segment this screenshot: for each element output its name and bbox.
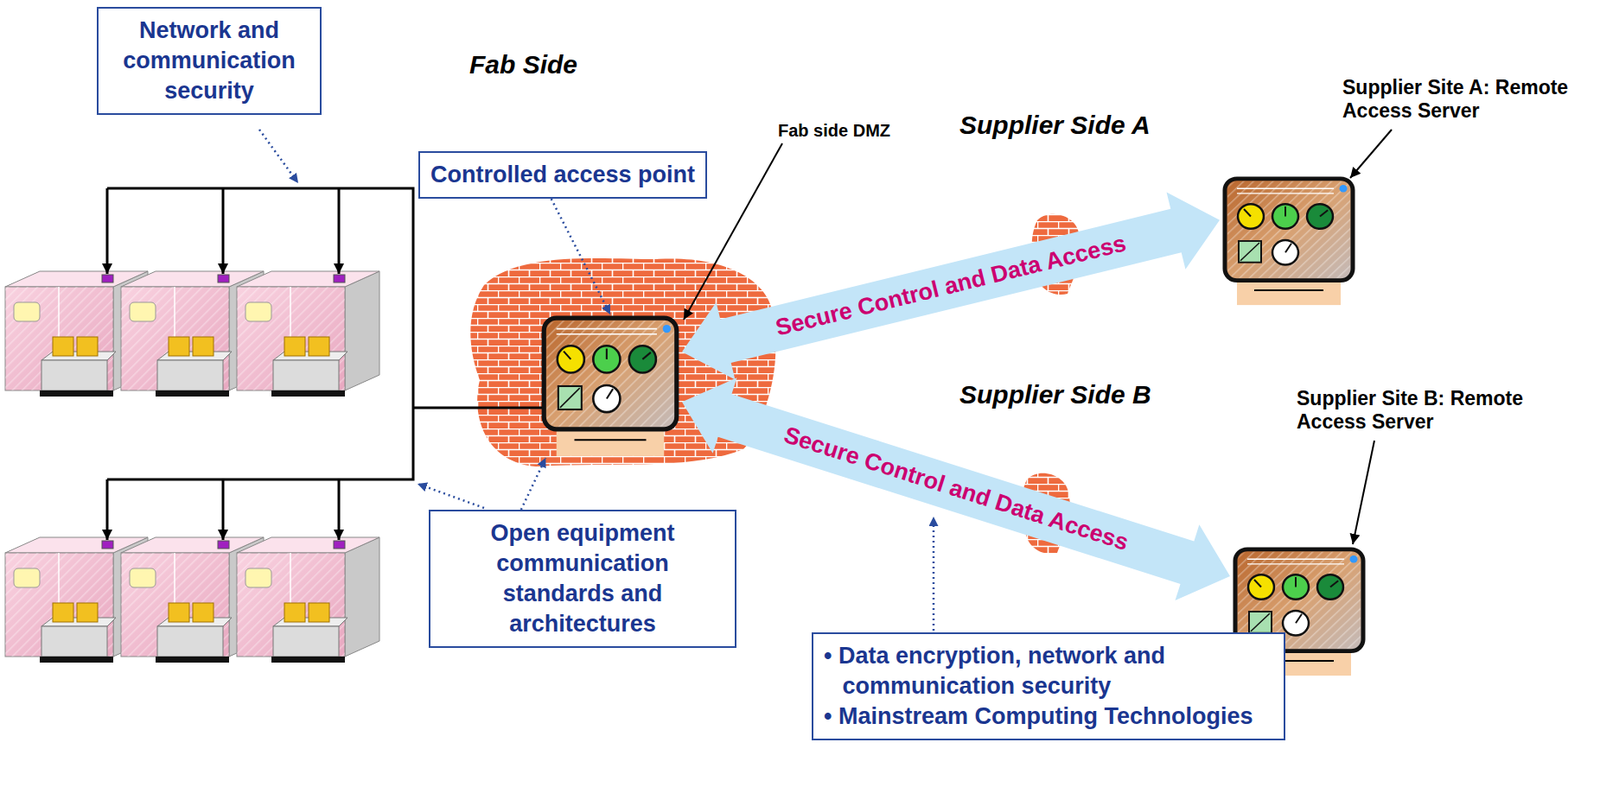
- callout-text: Network and communication security: [108, 15, 310, 107]
- side-heading: Supplier Side A: [959, 110, 1151, 141]
- callout-text: • Mainstream Computing Technologies: [823, 701, 1274, 733]
- network-drop: [337, 479, 341, 541]
- leader-line: [932, 516, 936, 632]
- leader-line: [1350, 129, 1392, 179]
- side-heading: Fab Side: [469, 50, 578, 80]
- side-heading: Supplier Side B: [959, 380, 1152, 410]
- computer-icon: [538, 314, 683, 459]
- leader-line: [1352, 440, 1375, 545]
- process-tool: [236, 537, 380, 663]
- computer-icon: [1219, 175, 1358, 307]
- network-drop: [222, 479, 225, 541]
- network-bus: [107, 188, 542, 480]
- computer-label: Fab side DMZ: [777, 121, 891, 141]
- network-drop: [222, 188, 225, 275]
- access-arrow: [682, 377, 1231, 601]
- leader-arrow: [521, 458, 547, 510]
- callout-text: Controlled access point: [430, 159, 695, 191]
- arrow-label: Secure Control and Data Access: [780, 421, 1132, 557]
- callout-box: Open equipment communication standards a…: [428, 509, 737, 649]
- network-drop: [106, 188, 109, 275]
- network-drops: [107, 188, 339, 541]
- callout-text: Open equipment communication standards a…: [440, 518, 725, 640]
- network-drop: [337, 188, 341, 275]
- process-tool: [236, 271, 380, 397]
- process-tools: [5, 271, 380, 663]
- computer-label: Supplier Site A: Remote Access Server: [1342, 76, 1594, 123]
- bullet-callout: • Data encryption, network and communica…: [811, 632, 1286, 741]
- computer-node: Supplier Site A: Remote Access Server: [1219, 175, 1358, 307]
- callout-box: Controlled access point: [418, 151, 708, 199]
- leader-line: [417, 484, 485, 509]
- leader-line: [259, 129, 299, 184]
- arrow-label: Secure Control and Data Access: [772, 229, 1129, 342]
- computer-label: Supplier Site B: Remote Access Server: [1296, 387, 1548, 434]
- computer-node: Fab side DMZ: [538, 314, 683, 459]
- access-arrow: [682, 191, 1220, 380]
- callout-text: • Data encryption, network and communica…: [823, 641, 1274, 702]
- network-drop: [106, 479, 109, 541]
- callout-box: Network and communication security: [96, 6, 322, 115]
- leader-arrow: [551, 198, 611, 315]
